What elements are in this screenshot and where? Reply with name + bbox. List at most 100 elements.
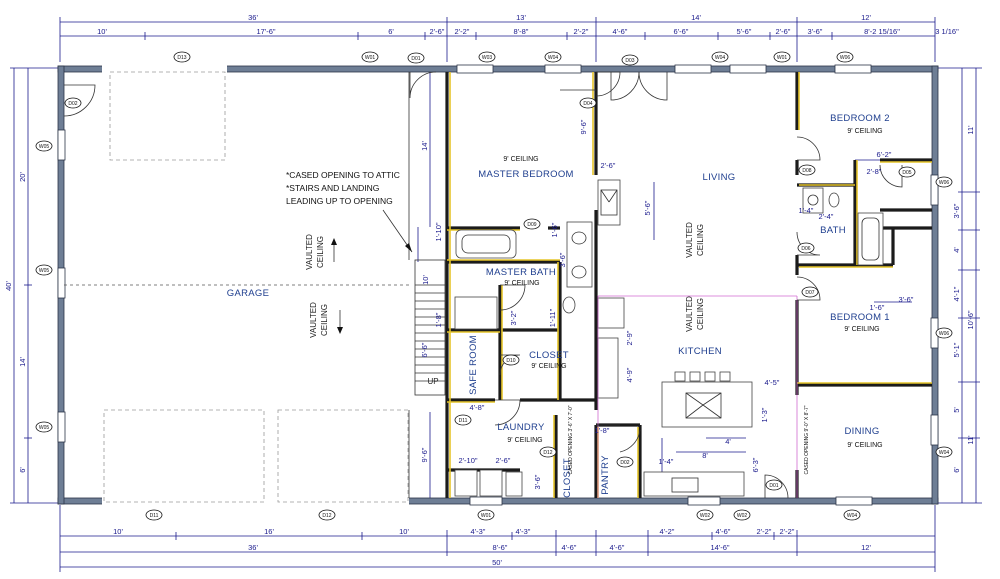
- window-tag: W01: [361, 51, 379, 63]
- door: [499, 284, 526, 311]
- element-tags: D02 D01 D03 D04 D08 D05 D06 D07 D09 D10 …: [35, 51, 953, 521]
- window: [930, 414, 939, 446]
- dim-interior: 4'-5": [765, 378, 780, 387]
- kitchen-island: [661, 381, 753, 428]
- dim-left: 20': [18, 172, 27, 182]
- door-tag: D10: [502, 354, 520, 366]
- door: [796, 276, 821, 301]
- dim-bottom-detail: 10': [113, 527, 123, 536]
- dim-right: 5'-1": [952, 342, 961, 357]
- door: [610, 71, 640, 101]
- door-tag: D09: [523, 218, 541, 230]
- door: [595, 71, 621, 97]
- garage-door-tag: D13: [173, 51, 191, 63]
- window: [57, 267, 66, 299]
- dim-bottom-mid: 36': [248, 543, 258, 552]
- dim-interior: 1'-4": [799, 206, 814, 215]
- dim-top-detail: 10': [97, 27, 107, 36]
- window: [57, 129, 66, 161]
- dim-top-detail: 2'-6": [430, 27, 445, 36]
- dim-right: 10'-6": [966, 310, 975, 329]
- dim-interior: 4'-8": [470, 403, 485, 412]
- window-tag: W04: [935, 446, 953, 458]
- window: [729, 64, 767, 74]
- svg-text:W03: W03: [482, 55, 493, 61]
- door: [638, 71, 668, 101]
- door-tag: D11: [454, 414, 472, 426]
- room-master-bath: MASTER BATH: [486, 267, 556, 278]
- window: [674, 64, 712, 74]
- dim-interior: 2'-6": [496, 456, 511, 465]
- svg-text:W06: W06: [939, 180, 950, 186]
- dim-interior: 3'-6": [558, 252, 567, 267]
- dim-interior: 5'-6": [643, 200, 652, 215]
- door: [494, 399, 521, 426]
- vaulted-label-living: VAULTED: [685, 222, 694, 258]
- window-tag: W03: [478, 51, 496, 63]
- window-tag: W06: [935, 176, 953, 188]
- dim-interior: 10': [421, 275, 430, 285]
- attic-note-line-2: *STAIRS AND LANDING: [286, 183, 379, 193]
- interior-dimension-labels: 14' 9'-6" 9'-6" 10' 2'-6" 5'-6" 1'-6" 3'…: [420, 119, 914, 489]
- svg-text:W04: W04: [715, 55, 726, 61]
- dim-interior: 4': [725, 437, 731, 446]
- door-tag: D01: [765, 479, 783, 491]
- room-garage: GARAGE: [227, 288, 269, 299]
- svg-text:W05: W05: [39, 144, 50, 150]
- cased-opening-2: CASED OPENING 9'-0" X 8'-7": [804, 405, 810, 474]
- window: [687, 496, 721, 506]
- dim-right: 11': [966, 435, 975, 445]
- svg-text:D01: D01: [769, 483, 778, 489]
- dim-top-detail: 2'-2": [574, 27, 589, 36]
- ceiling-bedroom-1: 9' CEILING: [844, 326, 879, 333]
- svg-text:D06: D06: [801, 246, 810, 252]
- garage-details: [64, 71, 446, 503]
- door-tag: D07: [801, 286, 819, 298]
- door-tag: D05: [898, 166, 916, 178]
- svg-text:D10: D10: [506, 358, 515, 364]
- vaulted-ceiling-label-living: CEILING: [696, 224, 705, 256]
- garage-door-tag: D12: [318, 509, 336, 521]
- cased-opening-1: CASED OPENING 3'-6" X 7'-0": [568, 405, 574, 474]
- svg-text:D08: D08: [802, 168, 811, 174]
- dim-top-detail: 6'-6": [674, 27, 689, 36]
- room-closet-2: CLOSET: [562, 458, 573, 498]
- dim-right: 4'-1": [952, 286, 961, 301]
- dim-interior: 9'-6": [420, 447, 429, 462]
- dim-bottom-mid: 8'-6": [493, 543, 508, 552]
- window-tag: W04: [843, 509, 861, 521]
- vaulted-label-garage-1: VAULTED: [305, 234, 314, 270]
- room-labels: GARAGE *CASED OPENING TO ATTIC *STAIRS A…: [227, 113, 890, 498]
- door-swings: [63, 71, 903, 499]
- door-tag: D08: [798, 164, 816, 176]
- shower: [454, 296, 498, 330]
- svg-text:W02: W02: [737, 513, 748, 519]
- window: [834, 64, 872, 74]
- svg-text:D02: D02: [68, 101, 77, 107]
- dim-interior: 2'-8": [867, 167, 882, 176]
- dim-top-detail: 4'-6": [613, 27, 628, 36]
- svg-text:W01: W01: [365, 55, 376, 61]
- attic-note-line-3: LEADING UP TO OPENING: [286, 196, 393, 206]
- dim-bottom-overall: 50': [492, 558, 502, 567]
- dim-top-detail: 2'-6": [776, 27, 791, 36]
- ceiling-master-bedroom: 9' CEILING: [503, 156, 538, 163]
- stair-up-label: UP: [427, 377, 438, 386]
- ceiling-dining: 9' CEILING: [847, 442, 882, 449]
- door: [764, 474, 789, 499]
- dim-right: 3'-6": [952, 203, 961, 218]
- window-tag: W06: [935, 327, 953, 339]
- dim-bottom-detail: 4'-2": [660, 527, 675, 536]
- room-bath: BATH: [820, 225, 846, 236]
- svg-text:D11: D11: [459, 418, 468, 424]
- dim-interior: 1'-3": [760, 407, 769, 422]
- dim-top-detail: 8'-2 15/16": [864, 27, 900, 36]
- svg-text:D01: D01: [411, 56, 420, 62]
- dim-bottom-detail: 4'-3": [516, 527, 531, 536]
- dim-top-overall-1: 36': [248, 13, 258, 22]
- dim-top-detail: 8'-8": [514, 27, 529, 36]
- toilet: [562, 296, 576, 314]
- room-pantry: PANTRY: [600, 455, 611, 495]
- dim-interior: 2'-9": [625, 330, 634, 345]
- dim-interior: 1'-10": [434, 222, 443, 241]
